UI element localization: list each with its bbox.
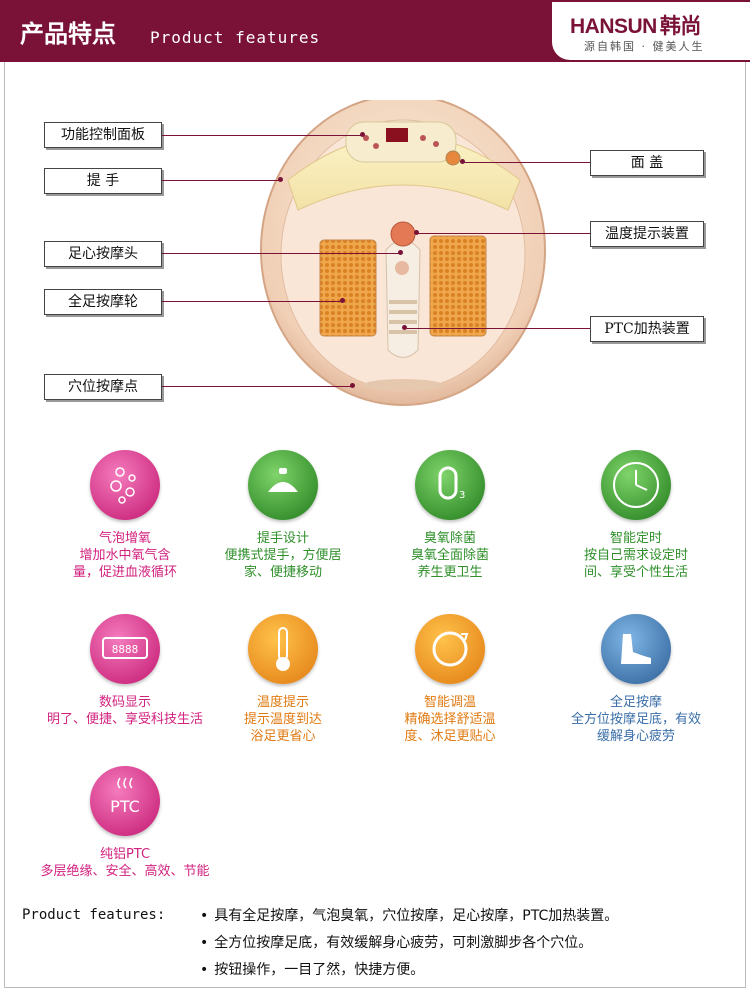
foot-spa-illustration xyxy=(260,100,546,406)
list-item: 具有全足按摩，气泡臭氧，穴位按摩，足心按摩，PTC加热装置。 xyxy=(200,903,618,930)
leader-dot xyxy=(278,177,283,182)
callout-sole-massager: 足心按摩头 xyxy=(44,241,162,267)
feature-digital-display: 8888 数码显示 明了、便捷、享受科技生活 xyxy=(25,614,225,728)
leader-line xyxy=(462,162,590,163)
leader-dot xyxy=(350,383,355,388)
svg-text:3: 3 xyxy=(459,490,465,501)
feature-handle-design: 提手设计 便携式提手，方便居 家、便捷移动 xyxy=(183,450,383,581)
leader-dot xyxy=(360,132,365,137)
callout-acupoint: 穴位按摩点 xyxy=(44,374,162,400)
feature-smart-temp: 智能调温 精确选择舒适温 度、沐足更贴心 xyxy=(350,614,550,745)
page-frame xyxy=(4,62,746,988)
callout-lid: 面 盖 xyxy=(590,150,704,176)
digital-display-icon: 8888 xyxy=(90,614,160,684)
callout-handle: 提 手 xyxy=(44,168,162,194)
callout-roller: 全足按摩轮 xyxy=(44,289,162,315)
list-item: 全方位按摩足底，有效缓解身心疲劳，可刺激脚步各个穴位。 xyxy=(200,930,618,957)
logo-text: HANSUN xyxy=(570,15,657,38)
product-features-label: Product features: xyxy=(22,907,166,923)
leader-line xyxy=(162,135,362,136)
leader-dot xyxy=(460,159,465,164)
leader-line xyxy=(162,301,342,302)
svg-text:8888: 8888 xyxy=(112,643,139,656)
foot-icon xyxy=(601,614,671,684)
leader-line xyxy=(162,180,280,181)
ptc-icon: PTC xyxy=(90,766,160,836)
svg-text:PTC: PTC xyxy=(110,797,140,816)
clock-icon xyxy=(601,450,671,520)
leader-line xyxy=(162,253,400,254)
callout-control-panel: 功能控制面板 xyxy=(44,122,162,148)
feature-full-foot: 全足按摩 全方位按摩足底，有效 缓解身心疲劳 xyxy=(536,614,736,745)
feature-ptc: PTC 纯铝PTC 多层绝缘、安全、高效、节能 xyxy=(25,766,225,880)
list-item: 按钮操作，一目了然，快捷方便。 xyxy=(200,957,618,984)
temp-adjust-icon xyxy=(415,614,485,684)
bubbles-icon xyxy=(90,450,160,520)
page-title: 产品特点 xyxy=(20,20,116,48)
callout-ptc-heater: PTC加热装置 xyxy=(590,316,704,342)
feature-timer: 智能定时 按自己需求设定时 间、享受个性生活 xyxy=(536,450,736,581)
leader-line xyxy=(416,233,590,234)
feature-ozone: 3 臭氧除菌 臭氧全面除菌 养生更卫生 xyxy=(350,450,550,581)
product-features-list: 具有全足按摩，气泡臭氧，穴位按摩，足心按摩，PTC加热装置。 全方位按摩足底，有… xyxy=(200,903,618,984)
thermometer-icon xyxy=(248,614,318,684)
leader-dot xyxy=(402,325,407,330)
leader-line xyxy=(162,386,352,387)
leader-dot xyxy=(414,230,419,235)
logo-cn: 韩尚 xyxy=(659,15,702,38)
leader-line xyxy=(404,328,590,329)
leader-dot xyxy=(398,250,403,255)
feature-bubble-oxygen: 气泡增氧 增加水中氧气含 量，促进血液循环 xyxy=(25,450,225,581)
leader-dot xyxy=(340,298,345,303)
ozone-icon: 3 xyxy=(415,450,485,520)
brand-tagline: 源自韩国 · 健美人生 xyxy=(584,40,705,53)
handle-icon xyxy=(248,450,318,520)
callout-temp-indicator: 温度提示装置 xyxy=(590,221,704,247)
feature-temp-alert: 温度提示 提示温度到达 浴足更省心 xyxy=(183,614,383,745)
page-subtitle: Product features xyxy=(150,28,321,47)
